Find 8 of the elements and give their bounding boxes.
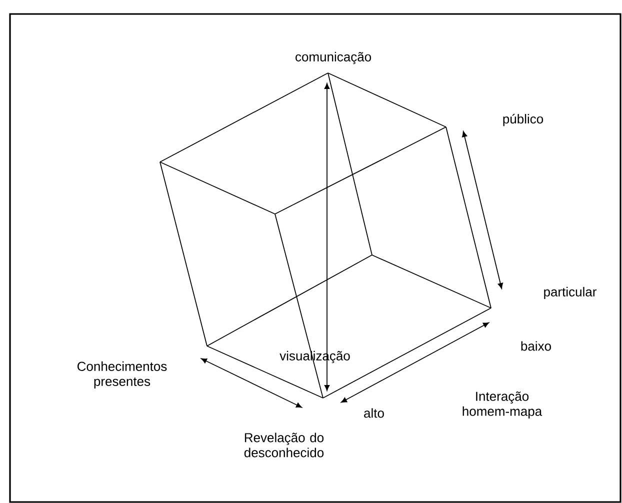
axis-label: particular	[544, 286, 596, 300]
axis-label: Revelação do desconhecido	[244, 432, 324, 458]
axis-label: baixo	[521, 341, 551, 351]
axis-label: Interação homem-mapa	[462, 391, 542, 418]
axis-label: público	[503, 114, 544, 126]
axis-label: comunicação	[296, 52, 372, 64]
axis-label: alto	[364, 408, 384, 418]
axis-label: Conhecimentos presentes	[78, 361, 167, 389]
